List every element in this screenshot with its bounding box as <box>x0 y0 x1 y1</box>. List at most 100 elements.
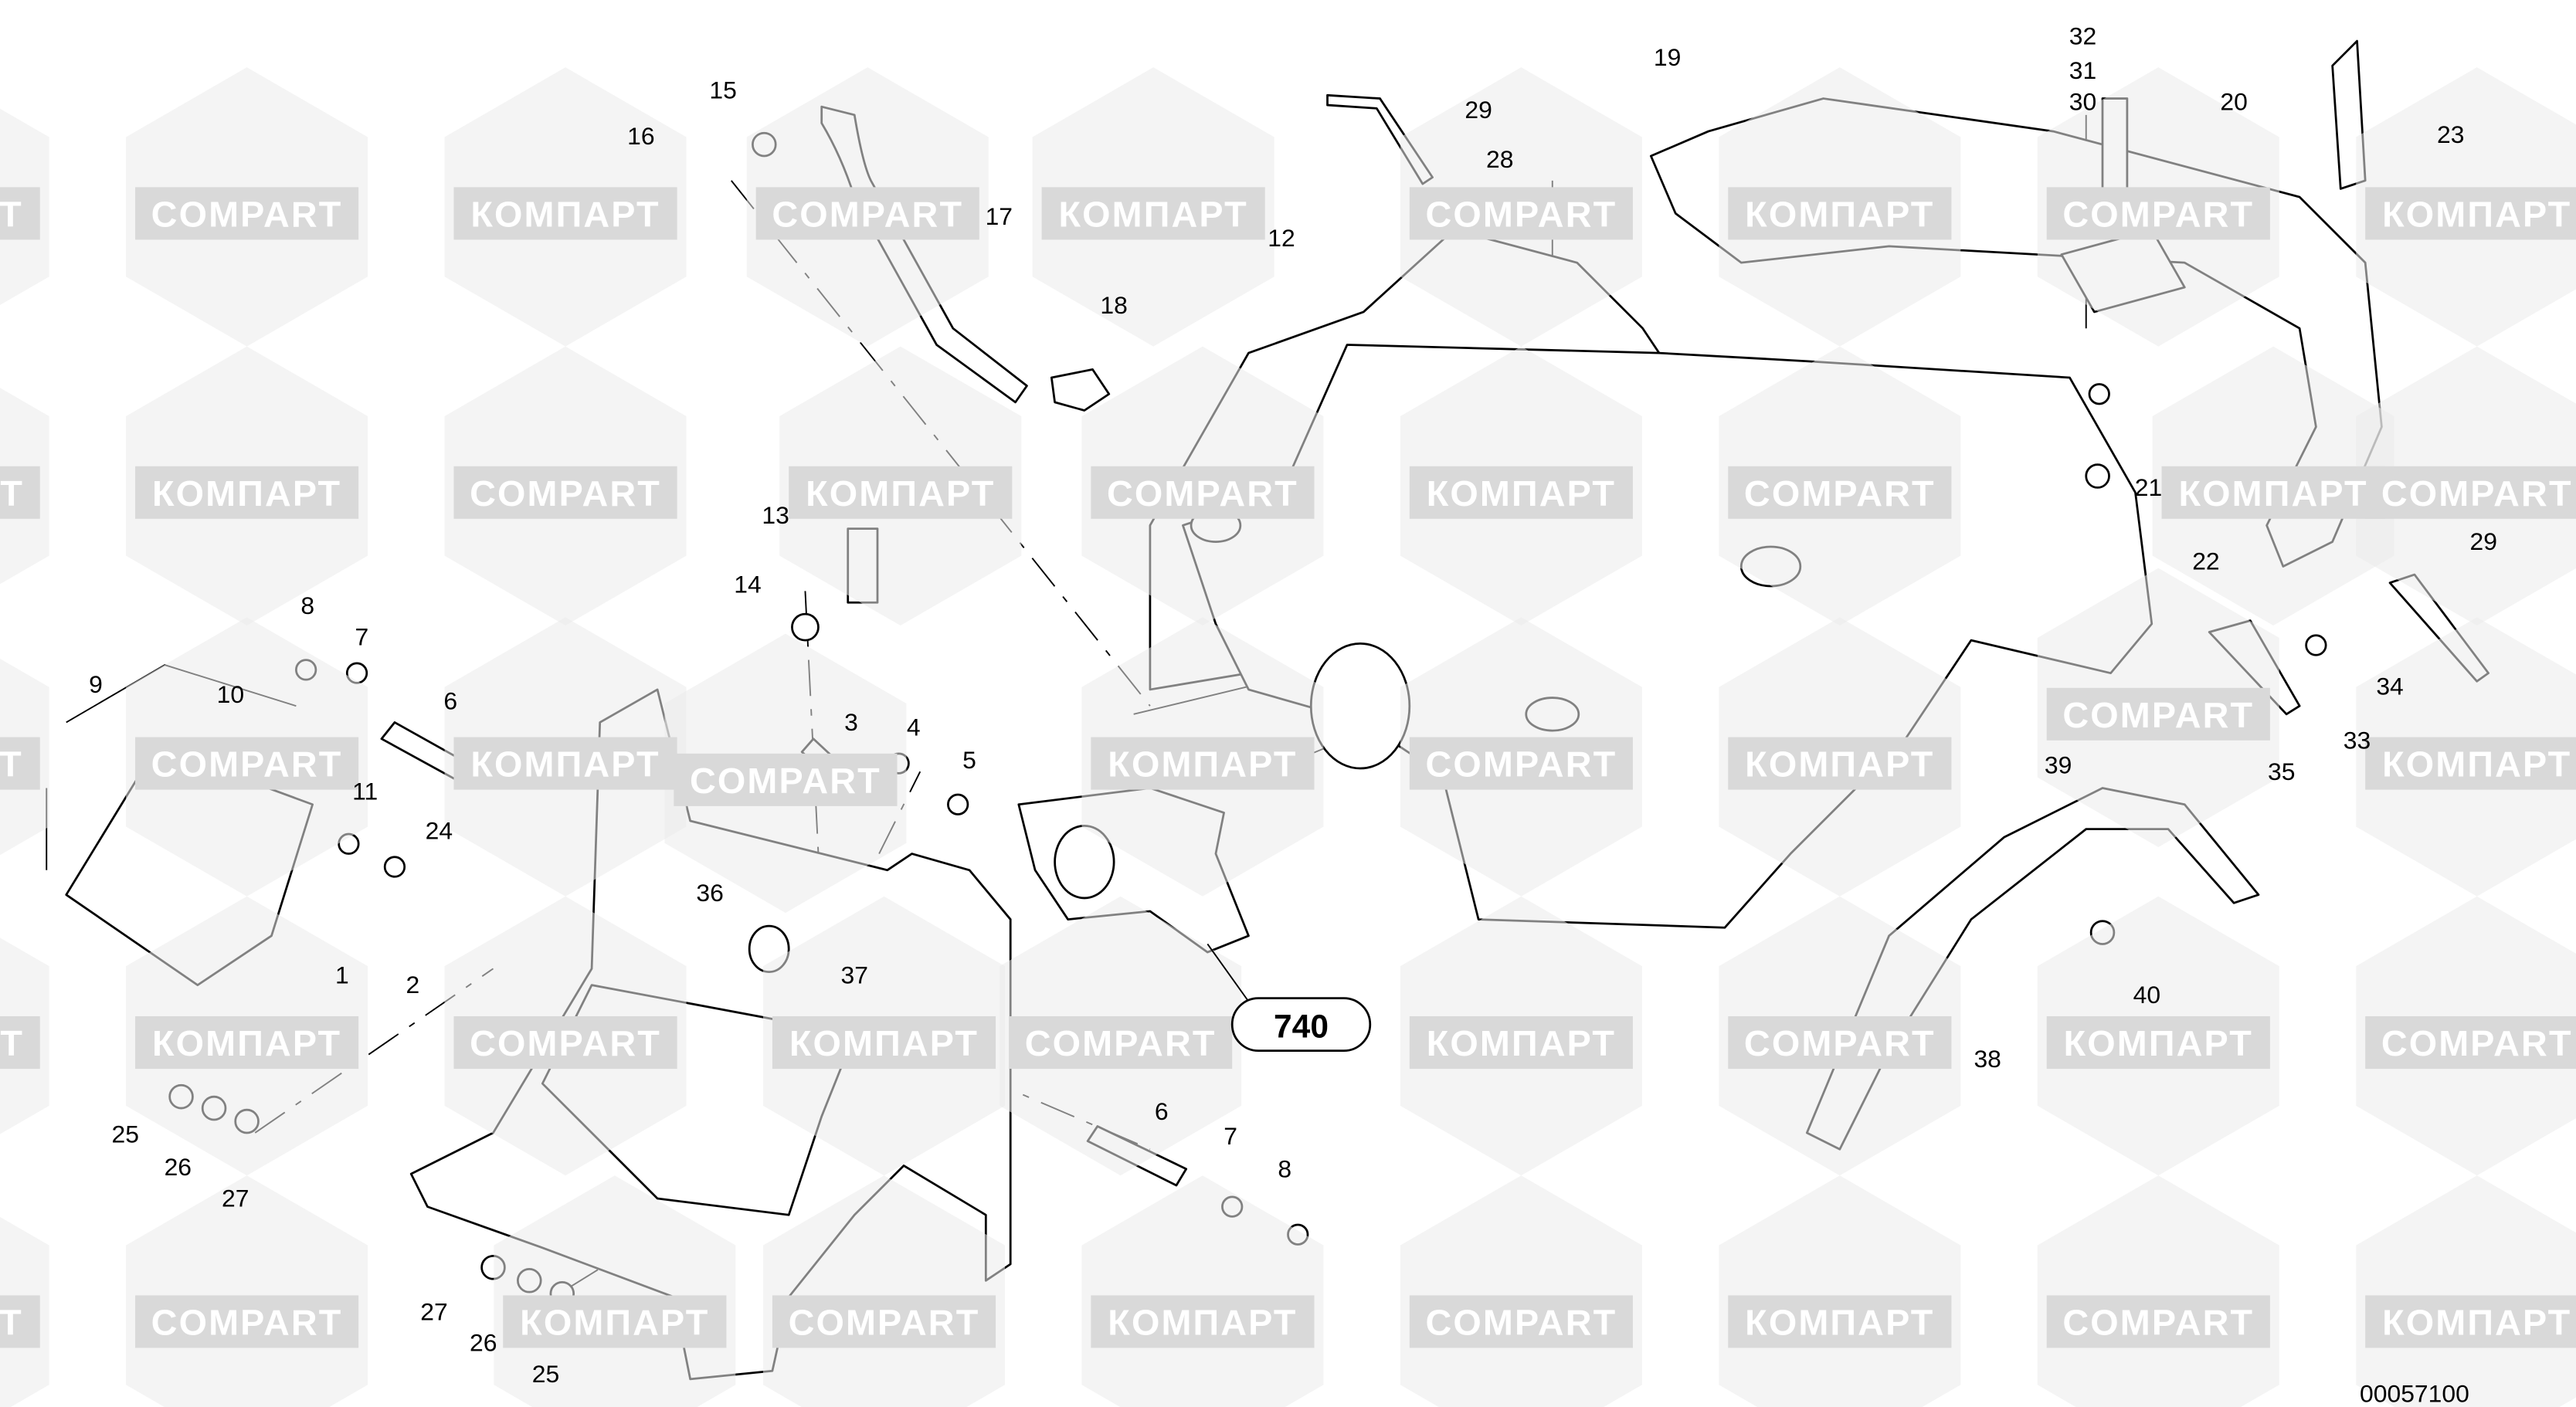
watermark-band <box>2365 1016 2576 1070</box>
watermark-band <box>503 1295 727 1348</box>
callout-label: 25 <box>112 1121 139 1148</box>
watermark-text: КОМПАРТ <box>152 1023 341 1063</box>
callout-label: 4 <box>907 713 921 741</box>
watermark-text: КОМПАРТ <box>2178 473 2367 514</box>
callout-label: 33 <box>2344 726 2371 754</box>
callout-label: 7 <box>355 623 369 651</box>
watermark-text: КОМПАРТ <box>470 194 660 234</box>
watermark-text: КОМПАРТ <box>1059 194 1248 234</box>
elbow-fitting <box>1050 368 1111 412</box>
watermark-band <box>135 187 359 240</box>
callout-label: 12 <box>1268 224 1295 252</box>
watermark-band <box>2046 1016 2270 1070</box>
watermark-band <box>1091 1295 1315 1348</box>
callout-label: 30 <box>2069 87 2096 115</box>
watermark-hexagon <box>1719 1175 1961 1407</box>
watermark-hexagon <box>1081 1175 1324 1407</box>
watermark-text: COMPART <box>2381 473 2573 514</box>
callout-label: 5 <box>962 746 976 774</box>
callout-label: 8 <box>300 592 314 619</box>
watermark-band <box>772 1295 996 1348</box>
watermark-band <box>772 1016 996 1070</box>
watermark-band <box>1409 1295 1633 1348</box>
watermark-hexagon <box>2037 1175 2279 1407</box>
watermark-text: COMPART <box>2062 695 2254 735</box>
callout-label: 9 <box>89 670 103 698</box>
callout-label: 1 <box>335 961 349 988</box>
callout-label: 37 <box>840 961 867 988</box>
callout-label: 23 <box>2437 120 2464 148</box>
watermark-band <box>0 466 40 519</box>
watermark-band <box>135 1016 359 1070</box>
watermark-hexagon <box>494 1175 736 1407</box>
watermark-text: COMPART <box>151 194 343 234</box>
callout-label: 18 <box>1100 291 1127 319</box>
callout-label: 26 <box>470 1329 497 1357</box>
reference-badge-text: 740 <box>1274 1009 1329 1046</box>
watermark-text: COMPART <box>470 1023 661 1063</box>
callout-label: 36 <box>696 879 723 907</box>
watermark-band <box>453 466 677 519</box>
watermark-text: КОМПАРТ <box>2382 1302 2571 1342</box>
watermark-band <box>1728 466 1952 519</box>
watermark-band <box>453 1016 677 1070</box>
watermark-band <box>2161 466 2385 519</box>
watermark-texts: КОМПАРТ COMPART КОМПАРТ COMPART КОМПАРТ COMPA… <box>0 194 2573 1342</box>
callout-labels: 1516171819202332313029281213142122293433… <box>89 22 2497 1388</box>
watermark-text: КОМПАРТ <box>0 1302 23 1342</box>
watermark-text: COMPART <box>1425 1302 1617 1342</box>
watermark-text: COMPART <box>470 473 661 514</box>
watermark-band <box>135 1295 359 1348</box>
watermark-layer: КОМПАРТ COMPART КОМПАРТ COMPART КОМПАРТ COMPA… <box>0 67 2576 1407</box>
callout-label: 32 <box>2069 22 2096 49</box>
watermark-text: КОМПАРТ <box>152 473 341 514</box>
watermark-text: КОМПАРТ <box>520 1302 709 1342</box>
watermark-band <box>2365 737 2576 790</box>
watermark-text: COMPART <box>1744 473 1936 514</box>
watermark-band <box>1409 1016 1633 1070</box>
watermark-text: COMPART <box>0 1023 24 1063</box>
drawing-number: 00057100 <box>2360 1380 2469 1407</box>
watermark-band <box>1091 737 1315 790</box>
callout-label: 35 <box>2268 758 2295 785</box>
callout-label: 14 <box>734 570 761 598</box>
watermark-hexagon <box>1400 1175 1642 1407</box>
watermark-band <box>1728 1295 1952 1348</box>
callout-label: 28 <box>1486 145 1513 173</box>
callout-label: 19 <box>1654 43 1681 71</box>
watermark-text: КОМПАРТ <box>1108 1302 1297 1342</box>
watermark-text: COMPART <box>151 1302 343 1342</box>
watermark-text: COMPART <box>151 744 343 785</box>
watermark-band <box>135 737 359 790</box>
watermark-band <box>1728 187 1952 240</box>
watermark-text: КОМПАРТ <box>0 744 23 785</box>
watermark-text: КОМПАРТ <box>1745 744 1934 785</box>
watermark-text: КОМПАРТ <box>2382 744 2571 785</box>
watermark-band <box>1041 187 1265 240</box>
callout-label: 11 <box>352 777 378 805</box>
watermark-band <box>0 187 40 240</box>
callout-label: 13 <box>762 501 789 529</box>
watermark-band <box>674 753 898 806</box>
reference-badge[interactable]: 740 <box>1230 997 1372 1053</box>
watermark-text: КОМПАРТ <box>1108 744 1297 785</box>
watermark-text: COMPART <box>1025 1023 1217 1063</box>
watermark-text: КОМПАРТ <box>2382 194 2571 234</box>
watermark-band <box>2365 1295 2576 1348</box>
watermark-text: COMPART <box>690 761 881 801</box>
watermark-text: КОМПАРТ <box>1745 194 1934 234</box>
callout-label: 38 <box>1974 1045 2001 1073</box>
watermark-band <box>0 1295 40 1348</box>
watermark-text: COMPART <box>789 1302 980 1342</box>
watermark-text: КОМПАРТ <box>806 473 995 514</box>
watermark-text: COMPART <box>2381 1023 2573 1063</box>
watermark-text: КОМПАРТ <box>2064 1023 2253 1063</box>
watermark-band <box>1409 737 1633 790</box>
callout-label: 2 <box>406 971 419 998</box>
watermark-band <box>1409 187 1633 240</box>
callout-label: 20 <box>2220 87 2247 115</box>
watermark-band <box>2365 466 2576 519</box>
watermark-band <box>1409 466 1633 519</box>
